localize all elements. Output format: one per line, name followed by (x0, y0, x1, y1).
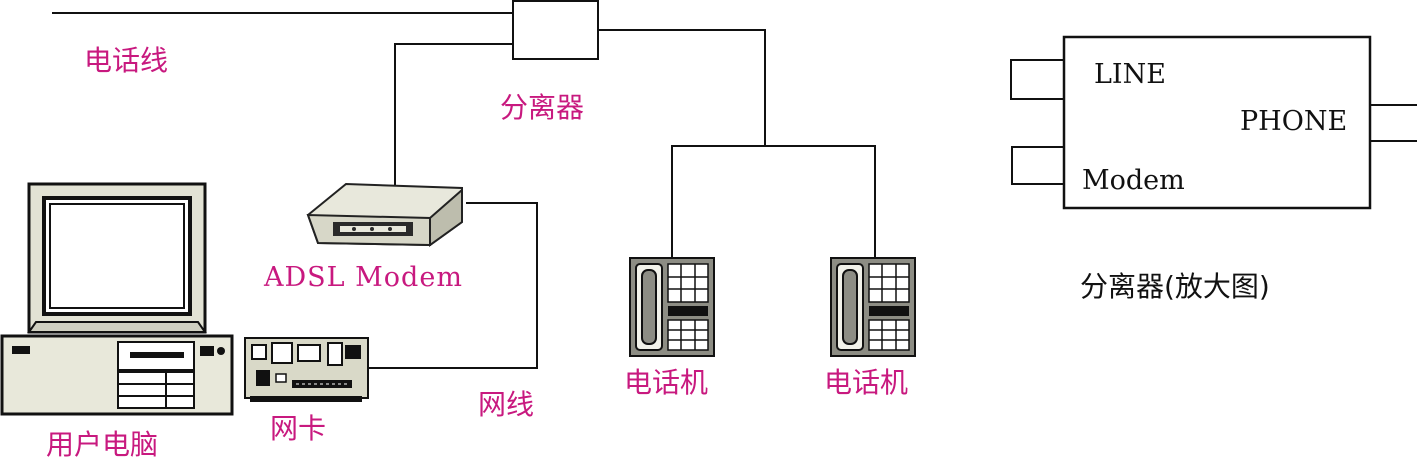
adsl-modem-icon (306, 182, 463, 247)
phone-port-label: PHONE (1240, 106, 1347, 137)
line-port-connector (1010, 59, 1064, 100)
line-port-label: LINE (1094, 59, 1166, 90)
modem-port-connector (1011, 146, 1064, 185)
splitter-detail-box (1062, 35, 1372, 210)
telephone-2-label: 电话机 (824, 366, 908, 399)
splitter-to-phones-wire (598, 29, 766, 146)
splitter-label: 分离器 (500, 91, 584, 124)
telephone-1-icon (629, 257, 715, 357)
splitter-detail (1010, 35, 1417, 210)
phone-branch-wire (671, 145, 876, 258)
wires (52, 12, 876, 369)
splitter-to-modem-wire (394, 43, 513, 190)
modem-port-label: Modem (1082, 165, 1185, 196)
splitter-detail-caption: 分离器(放大图) (1080, 270, 1270, 303)
splitter-box (512, 0, 599, 60)
user-pc-icon (0, 182, 234, 416)
network-cable-label: 网线 (478, 388, 534, 421)
nic-label: 网卡 (270, 412, 326, 445)
telephone-2-icon (830, 257, 916, 357)
adsl-modem-label: ADSL Modem (263, 262, 463, 293)
telephone-1-label: 电话机 (624, 366, 708, 399)
phone-line-label: 电话线 (84, 44, 168, 77)
user-pc-label: 用户电脑 (46, 428, 158, 459)
network-cable-wire (360, 202, 538, 369)
nic-icon (244, 337, 369, 402)
